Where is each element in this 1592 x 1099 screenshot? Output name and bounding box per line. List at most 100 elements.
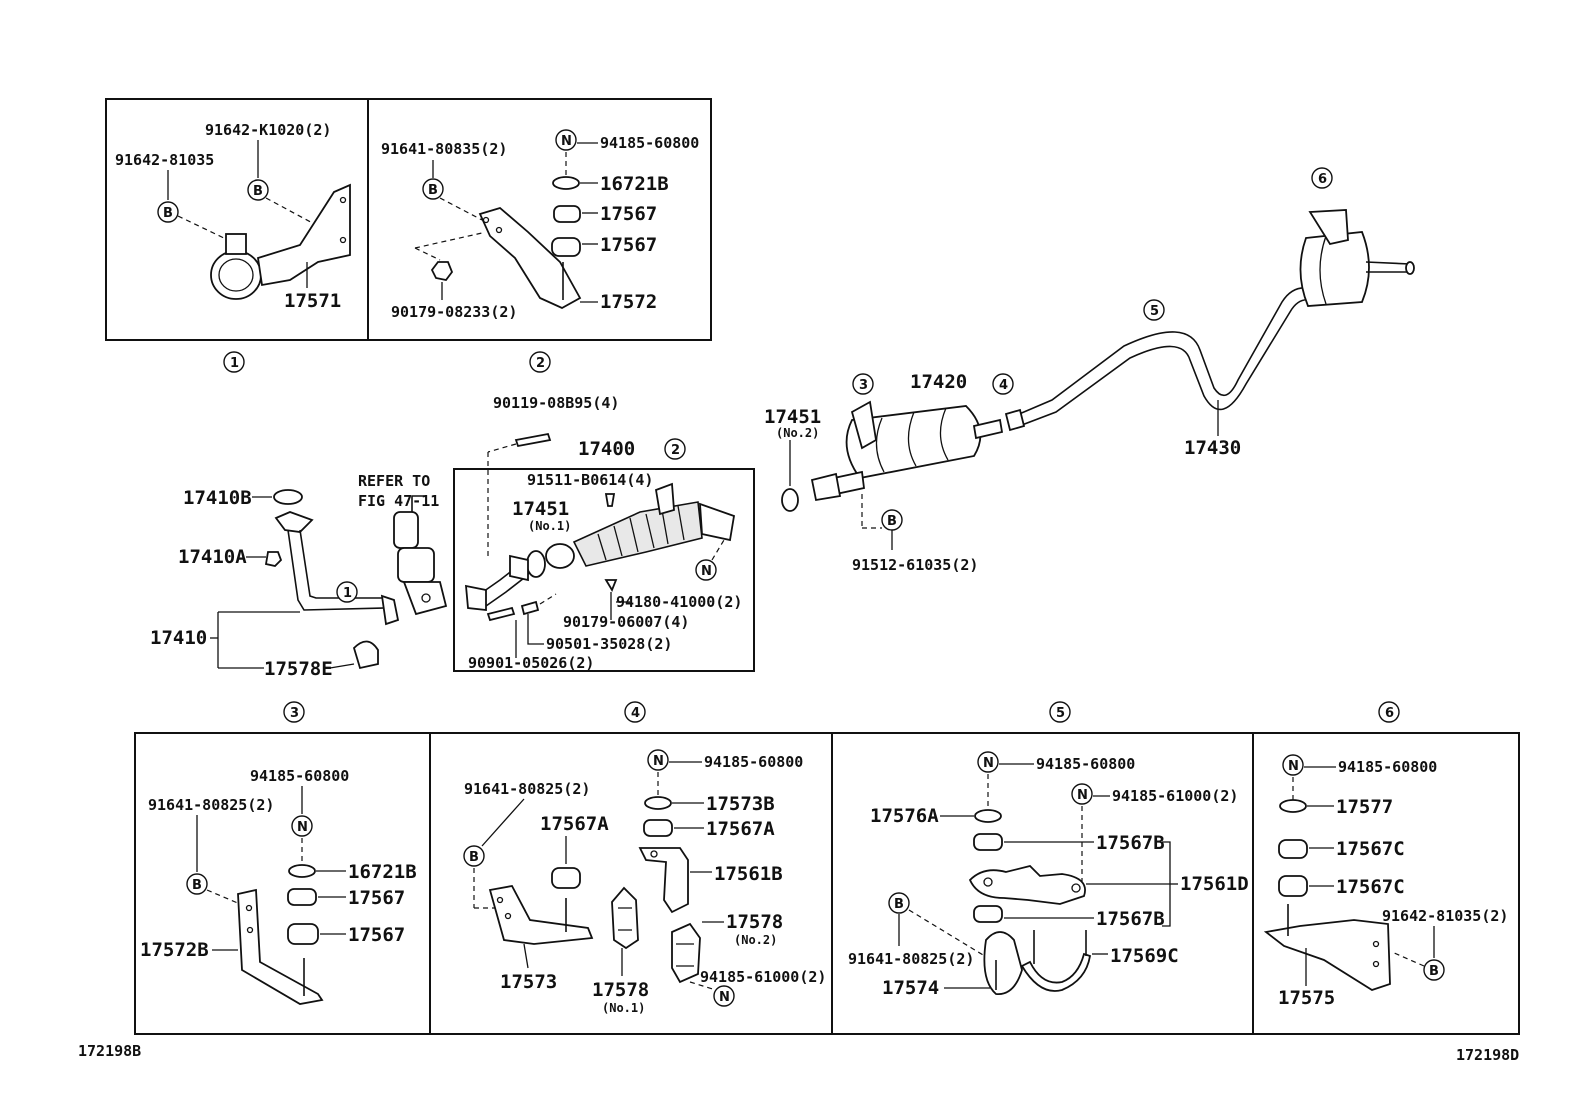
panel1-label-91642-81035[interactable]: 91642-81035 bbox=[115, 151, 214, 169]
panel2-label-90179-08233[interactable]: 90179-08233(2) bbox=[391, 303, 517, 321]
panel4-label-17561B[interactable]: 17561B bbox=[714, 863, 783, 885]
label-90119-08B95[interactable]: 90119-08B95(4) bbox=[493, 394, 619, 412]
panel5-label-17561D[interactable]: 17561D bbox=[1180, 873, 1249, 895]
panel3-label-17572B[interactable]: 17572B bbox=[140, 939, 209, 961]
nut-symbol: N bbox=[713, 985, 735, 1007]
clamp-17578E bbox=[352, 640, 379, 670]
front-pipe-flange bbox=[274, 511, 314, 533]
label-91512-61035[interactable]: 91512-61035(2) bbox=[852, 556, 978, 574]
panel6-label-94185-60800[interactable]: 94185-60800 bbox=[1338, 758, 1437, 776]
panel6-label-91642-81035[interactable]: 91642-81035(2) bbox=[1382, 907, 1508, 925]
bolt-symbol: B bbox=[1423, 959, 1445, 981]
nut-symbol: N bbox=[555, 129, 577, 151]
converter-box-frame bbox=[453, 468, 755, 672]
label-90179-06007[interactable]: 90179-06007(4) bbox=[563, 613, 689, 631]
bolt-symbol: B bbox=[463, 845, 485, 867]
svg-text:B: B bbox=[887, 514, 897, 529]
panel4-label-91641-80825[interactable]: 91641-80825(2) bbox=[464, 780, 590, 798]
panel2-label-17567-a[interactable]: 17567 bbox=[600, 203, 657, 225]
panel4-label-no1[interactable]: (No.1) bbox=[602, 1001, 645, 1015]
inlet-pipe-flange bbox=[464, 584, 487, 612]
panel5-label-17569C[interactable]: 17569C bbox=[1110, 945, 1179, 967]
label-17410[interactable]: 17410 bbox=[150, 627, 207, 649]
label-17430[interactable]: 17430 bbox=[1184, 437, 1241, 459]
panel1-label-91642-K1020[interactable]: 91642-K1020(2) bbox=[205, 121, 331, 139]
tail-muffler-body bbox=[1299, 231, 1370, 307]
panel-6-frame bbox=[1252, 732, 1520, 1035]
label-17400[interactable]: 17400 bbox=[578, 438, 635, 460]
catalytic-converter-body bbox=[572, 501, 703, 567]
panel6-label-17577[interactable]: 17577 bbox=[1336, 796, 1393, 818]
panel2-label-17572[interactable]: 17572 bbox=[600, 291, 657, 313]
nut-90179-06007 bbox=[604, 579, 618, 593]
label-90501-35028[interactable]: 90501-35028(2) bbox=[546, 635, 672, 653]
label-17451-no2[interactable]: 17451 bbox=[764, 406, 821, 428]
panel1-label-17571[interactable]: 17571 bbox=[284, 290, 341, 312]
panel5-label-94185-60800[interactable]: 94185-60800 bbox=[1036, 755, 1135, 773]
panel2-label-17567-b[interactable]: 17567 bbox=[600, 234, 657, 256]
label-91511-B0614[interactable]: 91511-B0614(4) bbox=[527, 471, 653, 489]
detail-panel-3: 94185-60800 N 91641-80825(2) B 16721B 17… bbox=[134, 732, 431, 1035]
panel4-label-17573[interactable]: 17573 bbox=[500, 971, 557, 993]
hanger-17574-17569C-drawing bbox=[983, 930, 1092, 995]
panel6-label-17567C-a[interactable]: 17567C bbox=[1336, 838, 1405, 860]
label-17410B[interactable]: 17410B bbox=[183, 487, 252, 509]
bracket-17573-drawing bbox=[488, 884, 594, 945]
panel6-label-17567C-b[interactable]: 17567C bbox=[1336, 876, 1405, 898]
panel4-label-no2[interactable]: (No.2) bbox=[734, 933, 777, 947]
panel5-label-94185-61000[interactable]: 94185-61000(2) bbox=[1112, 787, 1238, 805]
nut-symbol: N bbox=[647, 749, 669, 771]
panel3-label-91641-80825[interactable]: 91641-80825(2) bbox=[148, 796, 274, 814]
panel4-label-17578-no2[interactable]: 17578 bbox=[726, 911, 783, 933]
panel-marker-6: 6 bbox=[1378, 701, 1400, 723]
cushion-17567 bbox=[287, 888, 317, 906]
panel5-label-17576A[interactable]: 17576A bbox=[870, 805, 939, 827]
panel4-label-17578-no1[interactable]: 17578 bbox=[592, 979, 649, 1001]
cushion-17567B bbox=[973, 905, 1003, 923]
cushion-17567B bbox=[973, 833, 1003, 851]
panel5-label-91641-80825[interactable]: 91641-80825(2) bbox=[848, 950, 974, 968]
panel5-label-17574[interactable]: 17574 bbox=[882, 977, 939, 999]
panel4-label-94185-60800[interactable]: 94185-60800 bbox=[704, 753, 803, 771]
panel6-label-17575[interactable]: 17575 bbox=[1278, 987, 1335, 1009]
label-17578E[interactable]: 17578E bbox=[264, 658, 333, 680]
panel-marker-5: 5 bbox=[1143, 299, 1165, 321]
label-90901-05026[interactable]: 90901-05026(2) bbox=[468, 654, 594, 672]
panel3-label-94185-60800[interactable]: 94185-60800 bbox=[250, 767, 349, 785]
panel4-label-17567A-left[interactable]: 17567A bbox=[540, 813, 609, 835]
tail-muffler-hanger bbox=[1308, 209, 1349, 246]
bolt-91511 bbox=[604, 493, 616, 507]
label-17410A[interactable]: 17410A bbox=[178, 546, 247, 568]
label-fig-47-11[interactable]: FIG 47-11 bbox=[358, 492, 439, 510]
svg-text:B: B bbox=[428, 183, 438, 198]
panel4-label-17567A-right[interactable]: 17567A bbox=[706, 818, 775, 840]
bolt-90901 bbox=[486, 606, 516, 622]
svg-text:N: N bbox=[1077, 788, 1088, 803]
nut-symbol: N bbox=[291, 815, 313, 837]
panel3-label-16721B[interactable]: 16721B bbox=[348, 861, 417, 883]
panel2-label-94185-60800[interactable]: 94185-60800 bbox=[600, 134, 699, 152]
panel4-label-17573B[interactable]: 17573B bbox=[706, 793, 775, 815]
label-no1[interactable]: (No.1) bbox=[528, 519, 571, 533]
panel2-label-91641-80835[interactable]: 91641-80835(2) bbox=[381, 140, 507, 158]
label-17420[interactable]: 17420 bbox=[910, 371, 967, 393]
panel2-label-16721B[interactable]: 16721B bbox=[600, 173, 669, 195]
svg-text:4: 4 bbox=[999, 378, 1008, 393]
label-refer-to[interactable]: REFER TO bbox=[358, 472, 430, 490]
bracket-17561B-drawing bbox=[638, 847, 689, 914]
converter-inlet-flange bbox=[545, 543, 575, 569]
panel4-label-94185-61000[interactable]: 94185-61000(2) bbox=[700, 968, 826, 986]
bolt-symbol: B bbox=[186, 873, 208, 895]
panel-marker-2: 2 bbox=[664, 438, 686, 460]
center-muffler-assembly: 17451 (No.2) 3 17420 4 B 91512-61035(2) bbox=[764, 167, 1415, 574]
label-94180-41000[interactable]: 94180-41000(2) bbox=[616, 593, 742, 611]
label-no2[interactable]: (No.2) bbox=[776, 426, 819, 440]
panel5-label-17567B-bottom[interactable]: 17567B bbox=[1096, 908, 1165, 930]
panel3-label-17567-a[interactable]: 17567 bbox=[348, 887, 405, 909]
label-17451-no1[interactable]: 17451 bbox=[512, 498, 569, 520]
cushion-17567C bbox=[1278, 839, 1308, 859]
bolt-symbol: B bbox=[157, 201, 179, 223]
panel3-label-17567-b[interactable]: 17567 bbox=[348, 924, 405, 946]
bolt-symbol: B bbox=[881, 509, 903, 531]
panel5-label-17567B-top[interactable]: 17567B bbox=[1096, 832, 1165, 854]
